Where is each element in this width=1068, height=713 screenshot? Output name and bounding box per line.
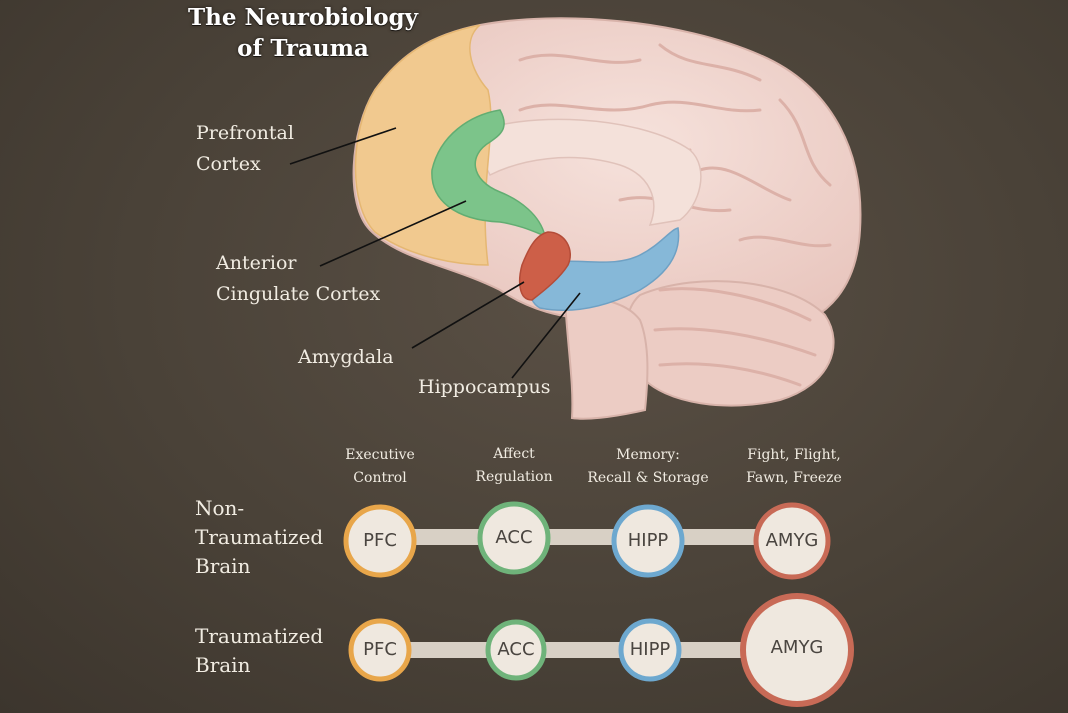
leader-line-amygdala [411,281,525,349]
column-header-memory: Memory: Recall & Storage [587,447,709,486]
node-label-amyg: AMYG [766,530,819,551]
page-title: The Neurobiology of Trauma [168,2,438,64]
hippocampus-region [528,227,680,311]
node-row-traumatized: PFC ACC HIPP AMYG [348,593,854,707]
node-label-hipp: HIPP [630,639,671,660]
leader-line-acc [319,200,467,267]
column-header-affect-regulation: Affect Regulation [475,446,553,485]
leader-line-prefrontal [289,127,397,165]
title-line-2: of Trauma [237,35,369,62]
node-acc-traumatized: ACC [485,619,547,681]
node-label-acc: ACC [497,639,534,660]
node-label-amyg: AMYG [771,637,824,658]
leader-line-hippocampus [511,292,581,379]
node-amyg-traumatized: AMYG [740,593,854,707]
row-label-non-traumatized: Non- Traumatized Brain [195,496,324,578]
brain-folds [518,43,832,387]
label-anterior-cingulate-cortex: Anterior Cingulate Cortex [216,248,380,310]
title-line-1: The Neurobiology [188,4,418,31]
label-prefrontal-line-2: Cortex [196,153,261,175]
leader-lines [289,127,581,379]
connector-bars [380,529,792,658]
node-amyg-non-traumatized: AMYG [753,502,831,580]
node-hipp-non-traumatized: HIPP [611,504,685,578]
label-hippocampus: Hippocampus [418,372,551,403]
node-acc-non-traumatized: ACC [477,501,551,575]
label-hippocampus-text: Hippocampus [418,376,551,398]
label-acc-line-2: Cingulate Cortex [216,283,381,305]
node-label-acc: ACC [495,527,532,548]
node-label-hipp: HIPP [628,530,669,551]
label-amygdala: Amygdala [298,342,394,373]
connector-bar-non-traumatized [380,529,792,545]
corpus-callosum [468,118,702,226]
amygdala-region [518,231,571,301]
row-label-traumatized: Traumatized Brain [195,624,324,677]
label-amygdala-text: Amygdala [298,346,394,368]
node-label-pfc: PFC [363,639,397,660]
column-header-executive-control: Executive Control [345,447,415,486]
node-pfc-traumatized: PFC [348,618,412,682]
node-pfc-non-traumatized: PFC [343,504,417,578]
node-label-pfc: PFC [363,530,397,551]
label-acc-line-1: Anterior [216,252,297,274]
brain-cerebellum [624,280,835,407]
label-prefrontal-cortex: Prefrontal Cortex [196,118,294,180]
column-header-fight-flight: Fight, Flight, Fawn, Freeze [746,447,842,486]
node-hipp-traumatized: HIPP [618,618,682,682]
connector-bar-traumatized [380,642,792,658]
node-row-non-traumatized: PFC ACC HIPP AMYG [343,501,831,580]
brain-stem [563,297,649,420]
label-prefrontal-line-1: Prefrontal [196,122,294,144]
